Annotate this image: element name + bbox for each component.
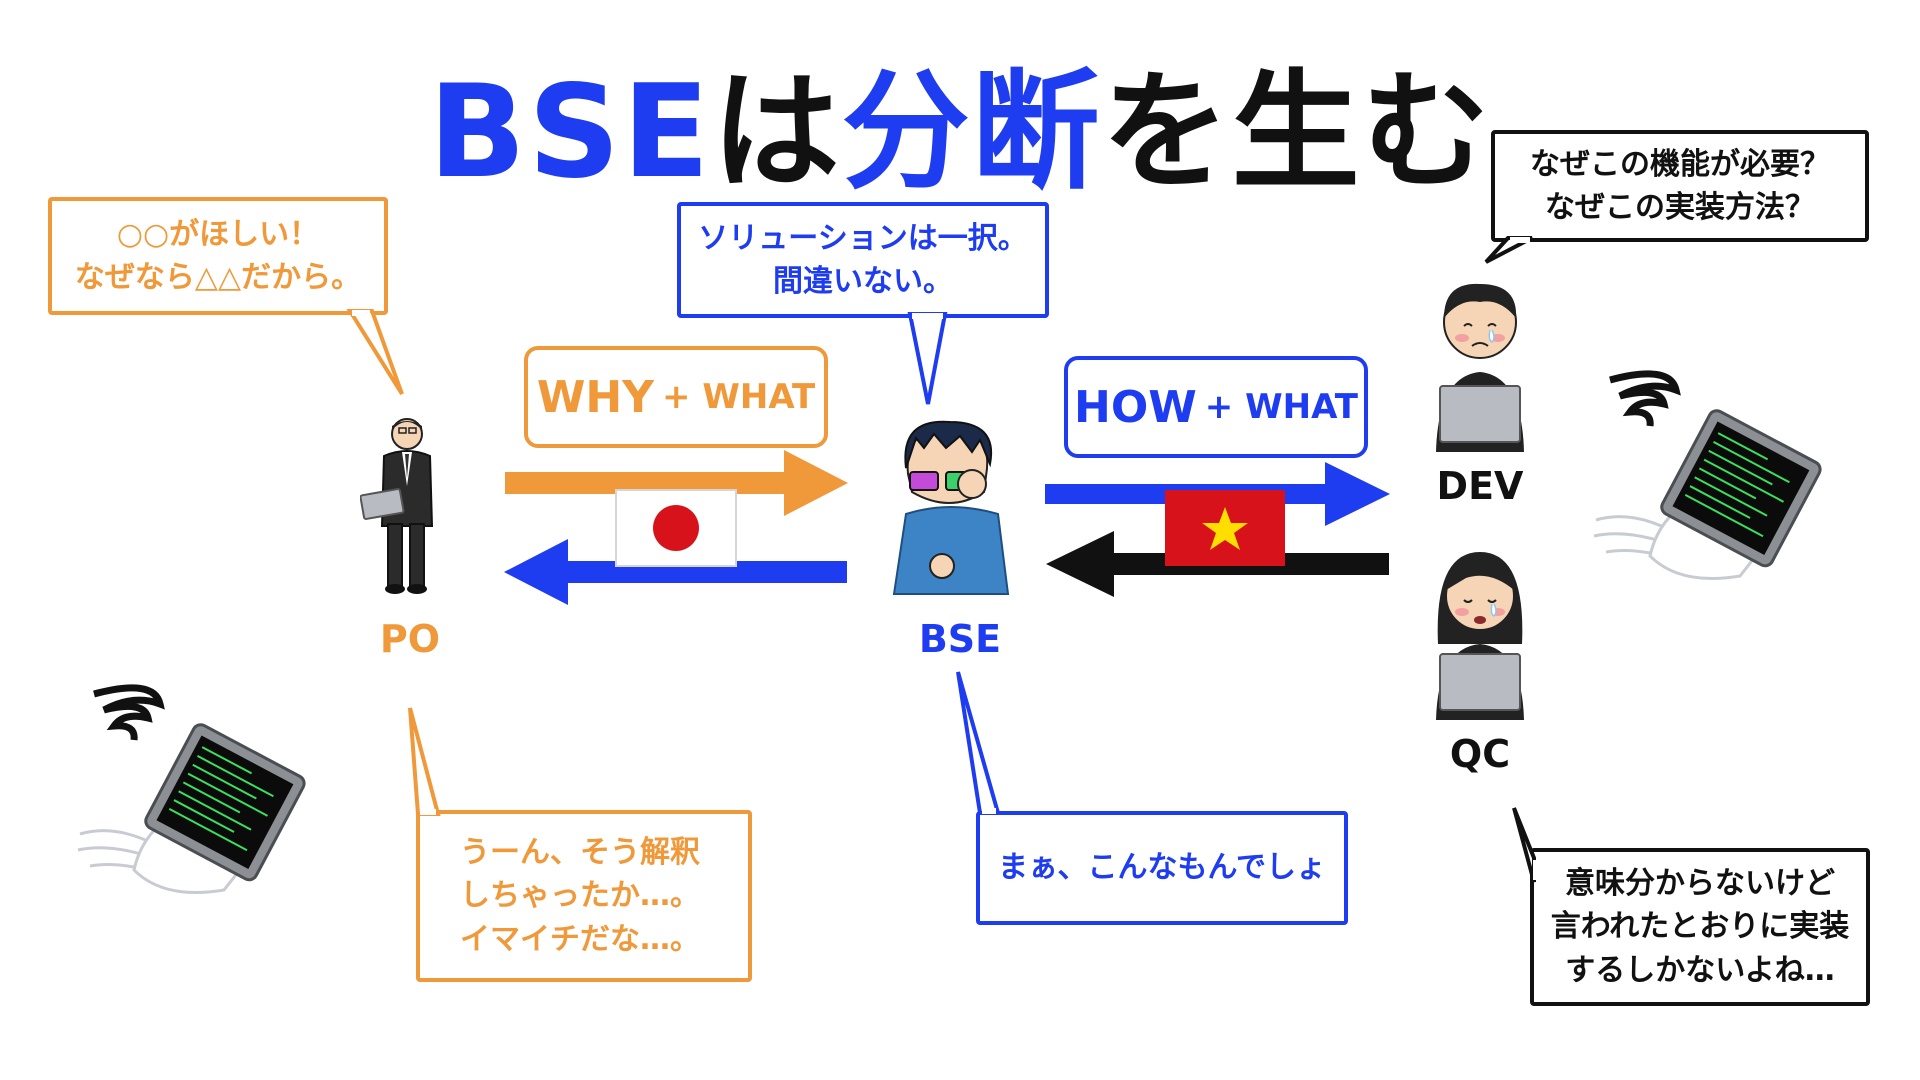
why-plus-what-label: + WHAT: [662, 377, 816, 417]
qc-engineer-icon: [1436, 552, 1524, 720]
po-bubble-top-line-1: ○○がほしい！: [116, 216, 320, 252]
bse-glasses-person-icon: [892, 420, 1010, 595]
po-bubble-top-line-2: なぜなら△△だから。: [74, 260, 362, 295]
title-part-bundan: 分断: [841, 58, 1102, 207]
po-bubble-bottom-line-1: うーん、そう解釈: [460, 834, 700, 870]
qc-label: QC: [1449, 732, 1511, 776]
title-part-wa: は: [711, 58, 842, 207]
page-title: BSEは分断を生む: [0, 28, 1920, 213]
po-bubble-bottom-line-3: イマイチだな…。: [460, 921, 700, 957]
bse-speech-bubble-bottom: まぁ、こんなもんでしょ: [976, 811, 1348, 925]
title-part-bse: BSE: [428, 58, 712, 207]
bse-speech-bubble-top: ソリューションは一択。 間違いない。: [677, 202, 1049, 318]
po-to-bse-arrow: [505, 450, 848, 516]
businessman-laptop-icon: [360, 418, 434, 594]
dev-engineer-icon: [1436, 283, 1524, 452]
bse-bubble-top-line-1: ソリューションは一択。: [698, 220, 1028, 256]
bse-bubble-top-line-2: 間違いない。: [773, 264, 953, 299]
dev-bubble-line-2: なぜこの実装方法？: [1545, 190, 1815, 225]
japan-flag-icon: [615, 489, 737, 567]
dev-speech-bubble: なぜこの機能が必要？ なぜこの実装方法？: [1491, 130, 1869, 242]
dev-bubble-line-1: なぜこの機能が必要？: [1530, 146, 1830, 182]
dev-label: DEV: [1436, 464, 1524, 508]
why-what-box: WHY + WHAT: [524, 346, 828, 448]
how-plus-what-label: + WHAT: [1204, 387, 1358, 427]
qc-bubble-line-3: するしかないよね…: [1565, 952, 1835, 988]
how-what-box: HOW + WHAT: [1064, 356, 1368, 458]
vietnam-flag-icon: [1165, 490, 1285, 566]
broken-laptop-icon: [1593, 370, 1822, 580]
title-part-womu: を生む: [1101, 58, 1492, 207]
po-bubble-bottom-line-2: しちゃったか…。: [460, 878, 700, 914]
bse-bubble-bottom-text: まぁ、こんなもんでしょ: [998, 850, 1326, 886]
po-label: PO: [379, 617, 441, 661]
qc-speech-bubble: 意味分からないけど 言われたとおりに実装 するしかないよね…: [1530, 848, 1870, 1006]
po-speech-bubble-bottom: うーん、そう解釈 しちゃったか…。 イマイチだな…。: [416, 810, 752, 982]
how-label: HOW: [1074, 381, 1197, 433]
po-speech-bubble-top: ○○がほしい！ なぜなら△△だから。: [48, 197, 388, 315]
qc-bubble-line-1: 意味分からないけど: [1565, 865, 1835, 901]
bse-label: BSE: [918, 617, 1002, 661]
why-label: WHY: [536, 371, 655, 423]
qc-bubble-line-2: 言われたとおりに実装: [1550, 909, 1850, 945]
broken-laptop-icon: [77, 684, 306, 894]
